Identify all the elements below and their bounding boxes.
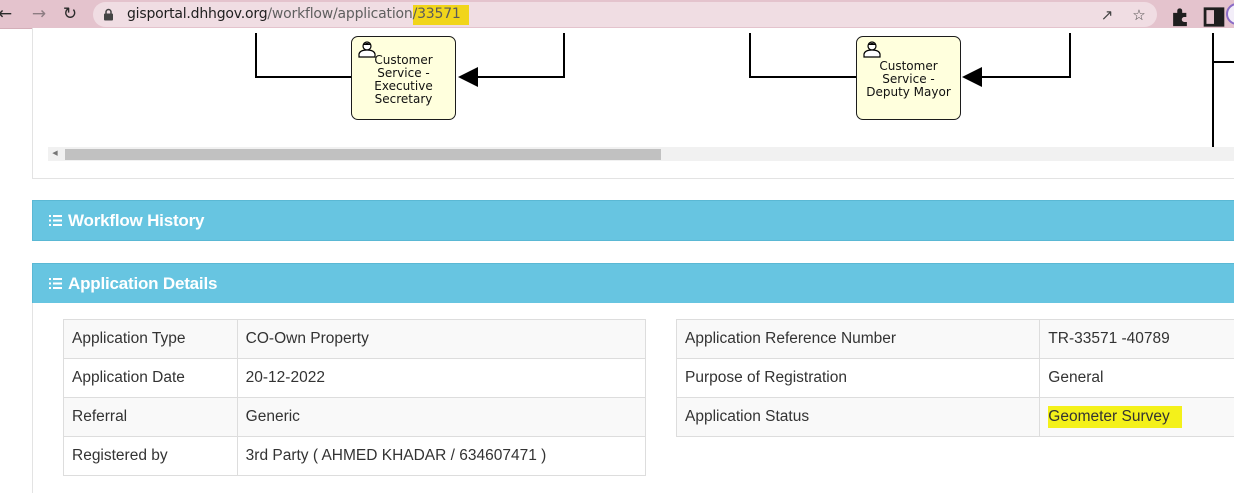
field-label: Application Status: [677, 398, 1040, 437]
extensions-puzzle-icon[interactable]: [1169, 6, 1191, 28]
application-details-left-table: Application Type CO-Own Property Applica…: [63, 319, 646, 476]
connector-arrow: [964, 33, 1070, 77]
connector-line: [1213, 33, 1234, 147]
application-status-value: Geometer Survey: [1048, 406, 1181, 428]
user-task-icon: [863, 41, 881, 58]
table-row: Application Status Geometer Survey: [677, 398, 1234, 437]
field-label: Registered by: [64, 437, 238, 476]
field-value: 20-12-2022: [237, 359, 645, 398]
url-domain: gisportal.dhhgov.org: [127, 6, 267, 22]
section-title: Application Details: [68, 274, 217, 294]
field-label: Purpose of Registration: [677, 359, 1040, 398]
application-details-header[interactable]: Application Details: [32, 263, 1234, 304]
task-label-line: Deputy Mayor: [859, 86, 958, 99]
url-path: /workflow/application: [267, 6, 412, 22]
reload-icon[interactable]: ↻: [59, 3, 81, 25]
workflow-diagram-panel: Customer Service - Executive Secretary C…: [32, 28, 1234, 179]
side-panel-icon[interactable]: [1203, 6, 1225, 28]
field-label: Application Reference Number: [677, 320, 1040, 359]
field-value-cell: Geometer Survey: [1040, 398, 1234, 437]
table-row: Application Date 20-12-2022: [64, 359, 646, 398]
field-label: Application Type: [64, 320, 238, 359]
connector-line: [256, 33, 351, 77]
field-value: CO-Own Property: [237, 320, 645, 359]
field-value: Generic: [237, 398, 645, 437]
back-arrow-icon[interactable]: ←: [0, 3, 16, 25]
list-icon: [49, 278, 62, 289]
diagram-horizontal-scrollbar[interactable]: ◀: [48, 147, 1234, 161]
table-row: Application Type CO-Own Property: [64, 320, 646, 359]
scrollbar-thumb[interactable]: [65, 149, 661, 160]
forward-arrow-icon[interactable]: →: [28, 3, 50, 25]
url-highlighted-id: /33571: [413, 5, 469, 25]
lock-icon[interactable]: [103, 8, 114, 21]
workflow-history-header[interactable]: Workflow History: [32, 200, 1234, 241]
connector-arrow: [460, 33, 564, 77]
field-label: Application Date: [64, 359, 238, 398]
profile-icon[interactable]: [1226, 3, 1234, 25]
table-row: Purpose of Registration General: [677, 359, 1234, 398]
field-value: 3rd Party ( AHMED KHADAR / 634607471 ): [237, 437, 645, 476]
workflow-diagram-connectors: [33, 28, 1234, 148]
list-icon: [49, 215, 62, 226]
field-value: General: [1040, 359, 1234, 398]
application-details-right-table: Application Reference Number TR-33571 -4…: [676, 319, 1234, 437]
url-text[interactable]: gisportal.dhhgov.org/workflow/applicatio…: [127, 6, 469, 23]
browser-toolbar: ← → ↻ gisportal.dhhgov.org/workflow/appl…: [0, 0, 1234, 29]
table-row: Registered by 3rd Party ( AHMED KHADAR /…: [64, 437, 646, 476]
field-label: Referral: [64, 398, 238, 437]
address-bar[interactable]: gisportal.dhhgov.org/workflow/applicatio…: [93, 2, 1157, 27]
table-row: Application Reference Number TR-33571 -4…: [677, 320, 1234, 359]
section-title: Workflow History: [68, 211, 204, 231]
workflow-task-executive-secretary[interactable]: Customer Service - Executive Secretary: [351, 36, 456, 120]
workflow-task-deputy-mayor[interactable]: Customer Service - Deputy Mayor: [856, 36, 961, 120]
bookmark-star-icon[interactable]: ☆: [1129, 5, 1149, 25]
field-value: TR-33571 -40789: [1040, 320, 1234, 359]
task-label-line: Secretary: [354, 93, 453, 106]
scroll-left-arrow-icon[interactable]: ◀: [48, 147, 62, 161]
application-details-panel: Application Type CO-Own Property Applica…: [32, 303, 1234, 493]
connector-line: [750, 33, 857, 77]
share-icon[interactable]: ↗: [1097, 5, 1117, 25]
table-row: Referral Generic: [64, 398, 646, 437]
